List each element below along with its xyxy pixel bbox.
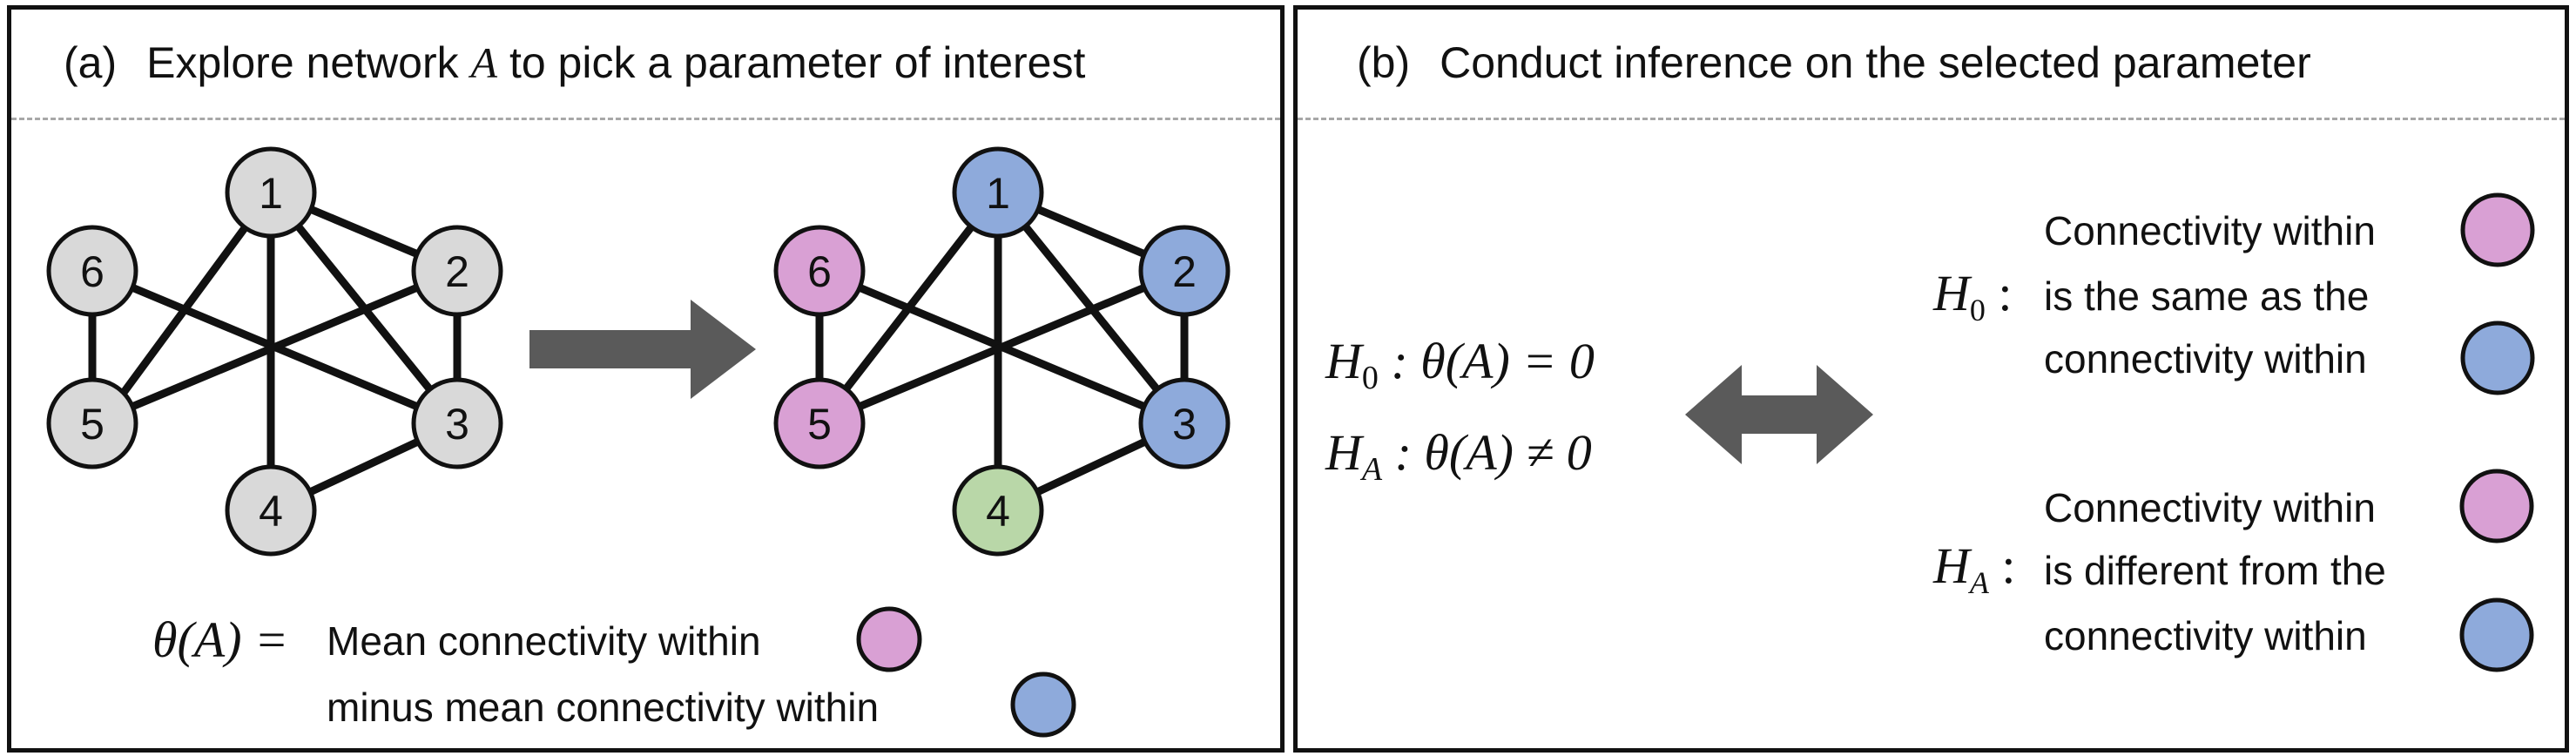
node-2-label: 2 (445, 247, 469, 296)
node-6-colored-label: 6 (807, 247, 832, 296)
node-6-label: 6 (80, 247, 105, 296)
panel-b: (b)Conduct inference on the selected par… (1293, 5, 2569, 753)
blue-group-swatch (1010, 672, 1076, 738)
ha-pink-swatch (2459, 469, 2534, 543)
ha-equation: HA : θ(A) ≠ 0 (1325, 424, 1592, 488)
node-6-pink (773, 225, 866, 317)
panel-b-tag: (b) (1357, 38, 1411, 87)
node-2-colored-label: 2 (1172, 247, 1197, 296)
node-3-label: 3 (445, 400, 469, 449)
node-1 (225, 146, 317, 239)
h0-pink-swatch (2460, 192, 2535, 267)
h0-desc-line-3: connectivity within (2044, 336, 2367, 381)
ha-label: HA : (1932, 537, 2016, 600)
edge-2-5 (88, 267, 462, 428)
pink-group-swatch (856, 606, 922, 672)
node-4-green (952, 464, 1044, 557)
panel-a-title: (a)Explore network A to pick a parameter… (64, 38, 1086, 87)
network-variable: A (470, 38, 498, 87)
ha-desc-line-2: is different from the (2044, 548, 2386, 593)
h0-desc-line-1: Connectivity within (2044, 208, 2376, 253)
panel-b-header: (b)Conduct inference on the selected par… (1298, 10, 2565, 120)
panel-a: (a)Explore network A to pick a parameter… (7, 5, 1285, 753)
node-3-blue (1138, 377, 1231, 469)
panel-a-tag: (a) (64, 38, 118, 87)
panel-a-diagram: 1 2 3 4 5 6 (46, 146, 1231, 738)
network-after (815, 188, 1189, 515)
theta-lhs: θ(A) = (152, 611, 288, 668)
node-5-pink (773, 377, 866, 469)
double-arrow-icon (1685, 365, 1873, 464)
ha-desc-line-3: connectivity within (2044, 613, 2367, 658)
node-3 (411, 377, 503, 469)
node-2-blue (1138, 225, 1231, 317)
panel-a-header: (a)Explore network A to pick a parameter… (11, 10, 1280, 120)
param-line-1: Mean connectivity within (327, 618, 761, 664)
h0-equation: H0 : θ(A) = 0 (1325, 333, 1595, 396)
network-before (88, 188, 462, 515)
nodes-after (773, 146, 1231, 557)
node-4-label: 4 (259, 487, 283, 536)
nodes-before (46, 146, 503, 557)
node-4 (225, 464, 317, 557)
node-5 (46, 377, 138, 469)
h0-label: H0 : (1932, 265, 2013, 327)
node-4-colored-label: 4 (986, 487, 1010, 536)
node-5-colored-label: 5 (807, 400, 832, 449)
right-arrow-icon (529, 300, 756, 399)
node-1-colored-label: 1 (986, 169, 1010, 218)
node-6 (46, 225, 138, 317)
node-2 (411, 225, 503, 317)
panel-b-title: (b)Conduct inference on the selected par… (1357, 38, 2311, 87)
h0-desc-line-2: is the same as the (2044, 273, 2369, 319)
h0-blue-swatch (2460, 321, 2535, 395)
node-1-blue (952, 146, 1044, 239)
node-5-label: 5 (80, 400, 105, 449)
panel-b-diagram: H0 : θ(A) = 0 HA : θ(A) ≠ 0 H0 : Connect… (1325, 192, 2535, 672)
edge-2-5-colored (815, 267, 1189, 428)
node-1-label: 1 (259, 169, 283, 218)
ha-desc-line-1: Connectivity within (2044, 485, 2376, 530)
ha-blue-swatch (2459, 597, 2534, 672)
node-3-colored-label: 3 (1172, 400, 1197, 449)
param-line-2: minus mean connectivity within (327, 685, 879, 730)
